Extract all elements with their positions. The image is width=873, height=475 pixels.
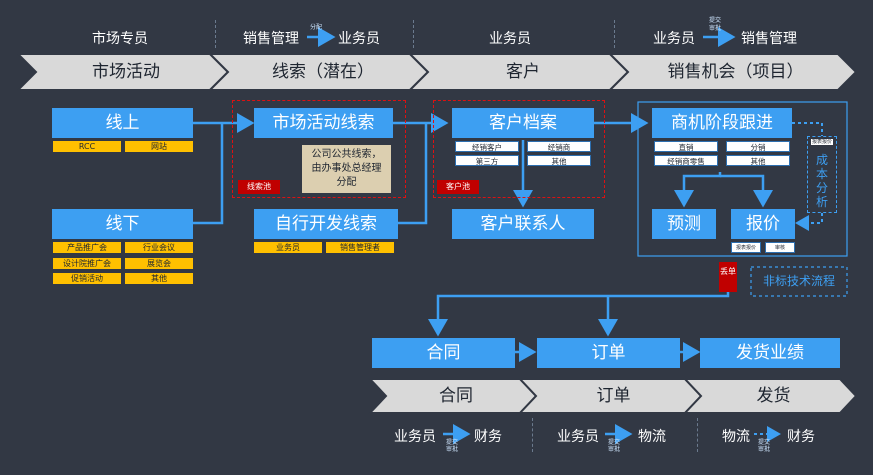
contract-box[interactable]: 合同	[372, 338, 515, 368]
offline-tag: 展览会	[125, 258, 193, 269]
customer-contact-box[interactable]: 客户联系人	[452, 209, 594, 239]
divider	[215, 20, 216, 48]
self-leads-tag: 销售管理者	[326, 242, 394, 253]
lead-assign-note: 公司公共线索，由办事处总经理分配	[302, 145, 391, 193]
online-tag: RCC	[53, 141, 121, 152]
role-salesperson: 业务员	[653, 31, 695, 47]
customer-pool-tag: 客户池	[437, 180, 479, 194]
customer-pool-frame	[433, 100, 605, 198]
approve-label: 审批	[758, 446, 771, 453]
submit-label: 提交	[709, 17, 722, 24]
customer-archive-box[interactable]: 客户档案	[452, 108, 594, 138]
forecast-box[interactable]: 预测	[652, 209, 716, 239]
approve-label: 审批	[446, 446, 459, 453]
role-sales-mgmt: 销售管理	[741, 31, 797, 47]
offline-tag: 设计院推广会	[53, 258, 121, 269]
online-box[interactable]: 线上	[52, 108, 193, 138]
lead-pool-tag: 线索池	[238, 180, 280, 194]
role-sales-mgmt: 销售管理	[243, 31, 299, 47]
cost-analysis-label[interactable]: 成本分析	[815, 153, 828, 209]
opportunity-tracking-box[interactable]: 商机阶段跟进	[652, 108, 792, 138]
lost-order-tag: 丢单	[719, 262, 737, 292]
role-salesperson: 业务员	[394, 429, 436, 445]
stage-market-activity: 市场活动	[92, 62, 160, 82]
role-logistics: 物流	[638, 429, 666, 445]
opportunity-tag: 分销	[726, 141, 790, 152]
opportunity-tag: 直销	[654, 141, 718, 152]
approve-label: 审批	[709, 25, 722, 32]
self-leads-tag: 业务员	[254, 242, 322, 253]
role-logistics: 物流	[722, 429, 750, 445]
assign-label: 分配	[310, 24, 323, 31]
submit-label: 提交	[446, 439, 459, 446]
divider	[413, 20, 414, 48]
divider	[614, 20, 615, 48]
role-market-specialist: 市场专员	[92, 31, 148, 47]
delivery-performance-box[interactable]: 发货业绩	[700, 338, 840, 368]
role-salesperson: 业务员	[557, 429, 599, 445]
nonstd-tech-flow[interactable]: 非标技术流程	[762, 274, 835, 288]
cost-analysis-frame	[807, 136, 837, 213]
approve-label: 审批	[608, 446, 621, 453]
bottom-stage-delivery: 发货	[756, 386, 791, 406]
bottom-stage-order: 订单	[596, 386, 631, 406]
opportunity-tag: 其他	[726, 155, 790, 166]
customer-tag: 第三方	[455, 155, 519, 166]
self-leads-box[interactable]: 自行开发线索	[254, 209, 398, 239]
quote-tag: 审核	[765, 242, 795, 253]
role-finance: 财务	[474, 429, 502, 445]
offline-tag: 产品推广会	[53, 242, 121, 253]
cost-analysis-tag: 报表报价	[811, 139, 833, 145]
submit-label: 提交	[758, 439, 771, 446]
offline-tag: 行业会议	[125, 242, 193, 253]
lead-pool-frame	[232, 100, 406, 198]
divider	[532, 418, 533, 452]
divider	[697, 418, 698, 452]
stage-leads: 线索（潜在）	[272, 62, 374, 82]
submit-label: 提交	[608, 439, 621, 446]
stage-opportunity: 销售机会（项目）	[667, 62, 804, 82]
bottom-stage-contract: 合同	[439, 386, 473, 406]
offline-tag: 促销活动	[53, 273, 121, 284]
market-leads-box[interactable]: 市场活动线索	[254, 108, 393, 138]
opportunity-tag: 经销商零售	[654, 155, 718, 166]
offline-box[interactable]: 线下	[52, 209, 193, 239]
customer-tag: 经销商	[527, 141, 591, 152]
stage-customer: 客户	[506, 62, 540, 82]
quote-tag: 报表报价	[731, 242, 761, 253]
customer-tag: 其他	[527, 155, 591, 166]
online-tag: 网站	[125, 141, 193, 152]
order-box[interactable]: 订单	[537, 338, 680, 368]
customer-tag: 经销客户	[455, 141, 519, 152]
role-salesperson: 业务员	[489, 31, 531, 47]
role-salesperson: 业务员	[338, 31, 380, 47]
offline-tag: 其他	[125, 273, 193, 284]
role-finance: 财务	[787, 429, 815, 445]
quote-box[interactable]: 报价	[731, 209, 795, 239]
